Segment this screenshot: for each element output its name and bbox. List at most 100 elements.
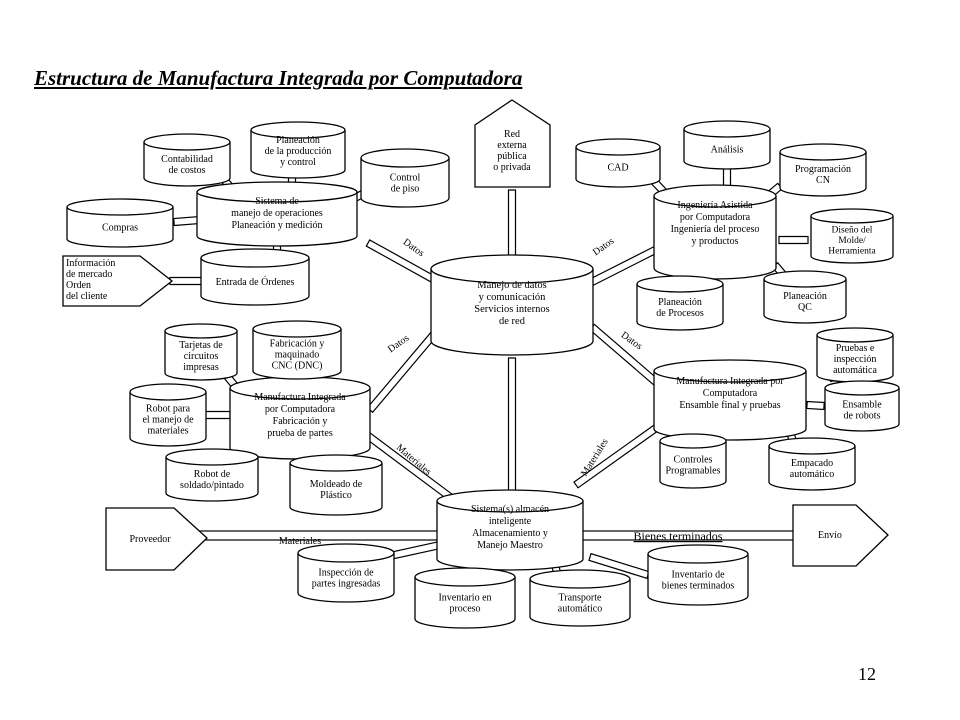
satellite-connector	[204, 410, 231, 420]
plan-procesos-label: Planeación	[658, 297, 702, 308]
cad-label: CAD	[607, 163, 628, 174]
planeacion-prod-label: y control	[280, 157, 316, 168]
control-piso-label: Control	[390, 173, 421, 184]
compras-label: Compras	[102, 223, 138, 234]
envio-label: Envío	[818, 530, 842, 541]
satellite-connector	[806, 400, 825, 411]
control-piso-label: de piso	[391, 184, 420, 195]
ingenieria-label: Ingeniería Asistida	[677, 200, 753, 211]
moldeado-label: Moldeado de	[310, 479, 363, 490]
satellite-connector	[169, 276, 203, 286]
inv-proceso-label: proceso	[449, 604, 480, 615]
almacen-label: Sistema(s) almacén	[471, 504, 549, 515]
envio-node: Envío	[792, 504, 889, 567]
link-label-datos-ml: Datos	[386, 333, 412, 355]
controles-label: Programables	[666, 466, 721, 477]
empacado-label: Empacado	[791, 458, 833, 469]
compras-cylinder: Compras	[66, 198, 174, 248]
entrada-cylinder: Entrada de Órdenes	[200, 248, 310, 306]
diseno-label: Diseño del	[832, 225, 873, 235]
robot-sold-label: Robot de	[194, 469, 231, 480]
mic-left-label: Manufactura Integrada	[254, 392, 346, 403]
link-label-datos-ur: Datos	[591, 236, 617, 258]
red-externa-label: o privada	[493, 162, 531, 173]
almacen-label: inteligente	[489, 516, 532, 527]
red-externa-label: Red	[504, 129, 520, 140]
fabricacion-label: Fabricación y	[270, 339, 325, 350]
hub-label: Manejo de datos	[477, 280, 546, 291]
proveedor-node: Proveedor	[105, 507, 208, 571]
link-label-datos-ul: Datos	[401, 237, 427, 259]
analisis-cylinder: Análisis	[683, 120, 771, 170]
fabricacion-label: maquinado	[275, 350, 319, 361]
cad-cylinder: CAD	[575, 138, 661, 188]
red-externa-label: pública	[497, 151, 527, 162]
entrada-label: Entrada de Órdenes	[216, 276, 295, 288]
robot-mat-label: el manejo de	[142, 415, 194, 426]
link-label-materiales-proveedor: Materiales	[279, 536, 321, 547]
tarjetas-label: circuitos	[184, 351, 219, 362]
plan-qc-label: QC	[798, 302, 812, 313]
inv-bienes-label: Inventario de	[671, 570, 725, 581]
hub-label: de red	[499, 316, 526, 327]
controles-label: Controles	[674, 455, 713, 466]
robot-sold-label: soldado/pintado	[180, 480, 244, 491]
contabilidad-label: Contabilidad	[161, 154, 213, 165]
mic-left-label: por Computadora	[265, 404, 336, 415]
diseno-label: Molde/	[838, 236, 866, 246]
satellite-connector	[173, 215, 201, 227]
hub-label: Servicios internos	[474, 304, 550, 315]
inv-bienes-label: bienes terminados	[662, 581, 735, 592]
moldeado-label: Plástico	[320, 490, 352, 501]
inspeccion-label: Inspección de	[318, 568, 374, 579]
robot-mat-label: Robot para	[146, 404, 191, 415]
pruebas-label: inspección	[834, 354, 877, 365]
info-mercado-label: del cliente	[66, 291, 108, 302]
robot-mat-label: materiales	[147, 426, 188, 437]
fabricacion-label: CNC (DNC)	[272, 361, 323, 372]
link-label-bienes: Bienes terminados	[634, 529, 723, 543]
page-number: 12	[858, 664, 876, 684]
info-mercado-label: de mercado	[66, 269, 112, 280]
ingenieria-label: por Computadora	[680, 212, 751, 223]
proveedor-label: Proveedor	[129, 534, 171, 545]
satellite-connector	[778, 235, 809, 245]
info-mercado-label: Orden	[66, 280, 91, 291]
spoke-hub-almacen	[507, 357, 517, 499]
plan-procesos-label: de Procesos	[656, 308, 704, 319]
almacen-label: Almacenamiento y	[472, 528, 548, 539]
info-mercado-label: Información	[66, 258, 115, 269]
inv-proceso-label: Inventario en	[438, 593, 491, 604]
almacen-label: Manejo Maestro	[477, 540, 543, 551]
ensamble-robots-label: de robots	[844, 411, 881, 422]
sop-label: Planeación y medición	[231, 220, 322, 231]
programacion-label: Programación	[795, 164, 851, 175]
mic-right-label: Ensamble final y pruebas	[679, 400, 780, 411]
page-title: Estructura de Manufactura Integrada por …	[34, 66, 523, 90]
planeacion-prod-label: Planeación	[276, 135, 320, 146]
ingenieria-label: y productos	[692, 236, 739, 247]
planeacion-prod-label: de la producción	[265, 146, 332, 157]
transporte-label: automático	[558, 604, 602, 615]
contabilidad-label: de costos	[169, 165, 206, 176]
tarjetas-label: Tarjetas de	[179, 340, 223, 351]
sop-label: Sistema de	[255, 196, 299, 207]
pruebas-label: automática	[833, 365, 877, 376]
mic-right-label: Computadora	[703, 388, 758, 399]
